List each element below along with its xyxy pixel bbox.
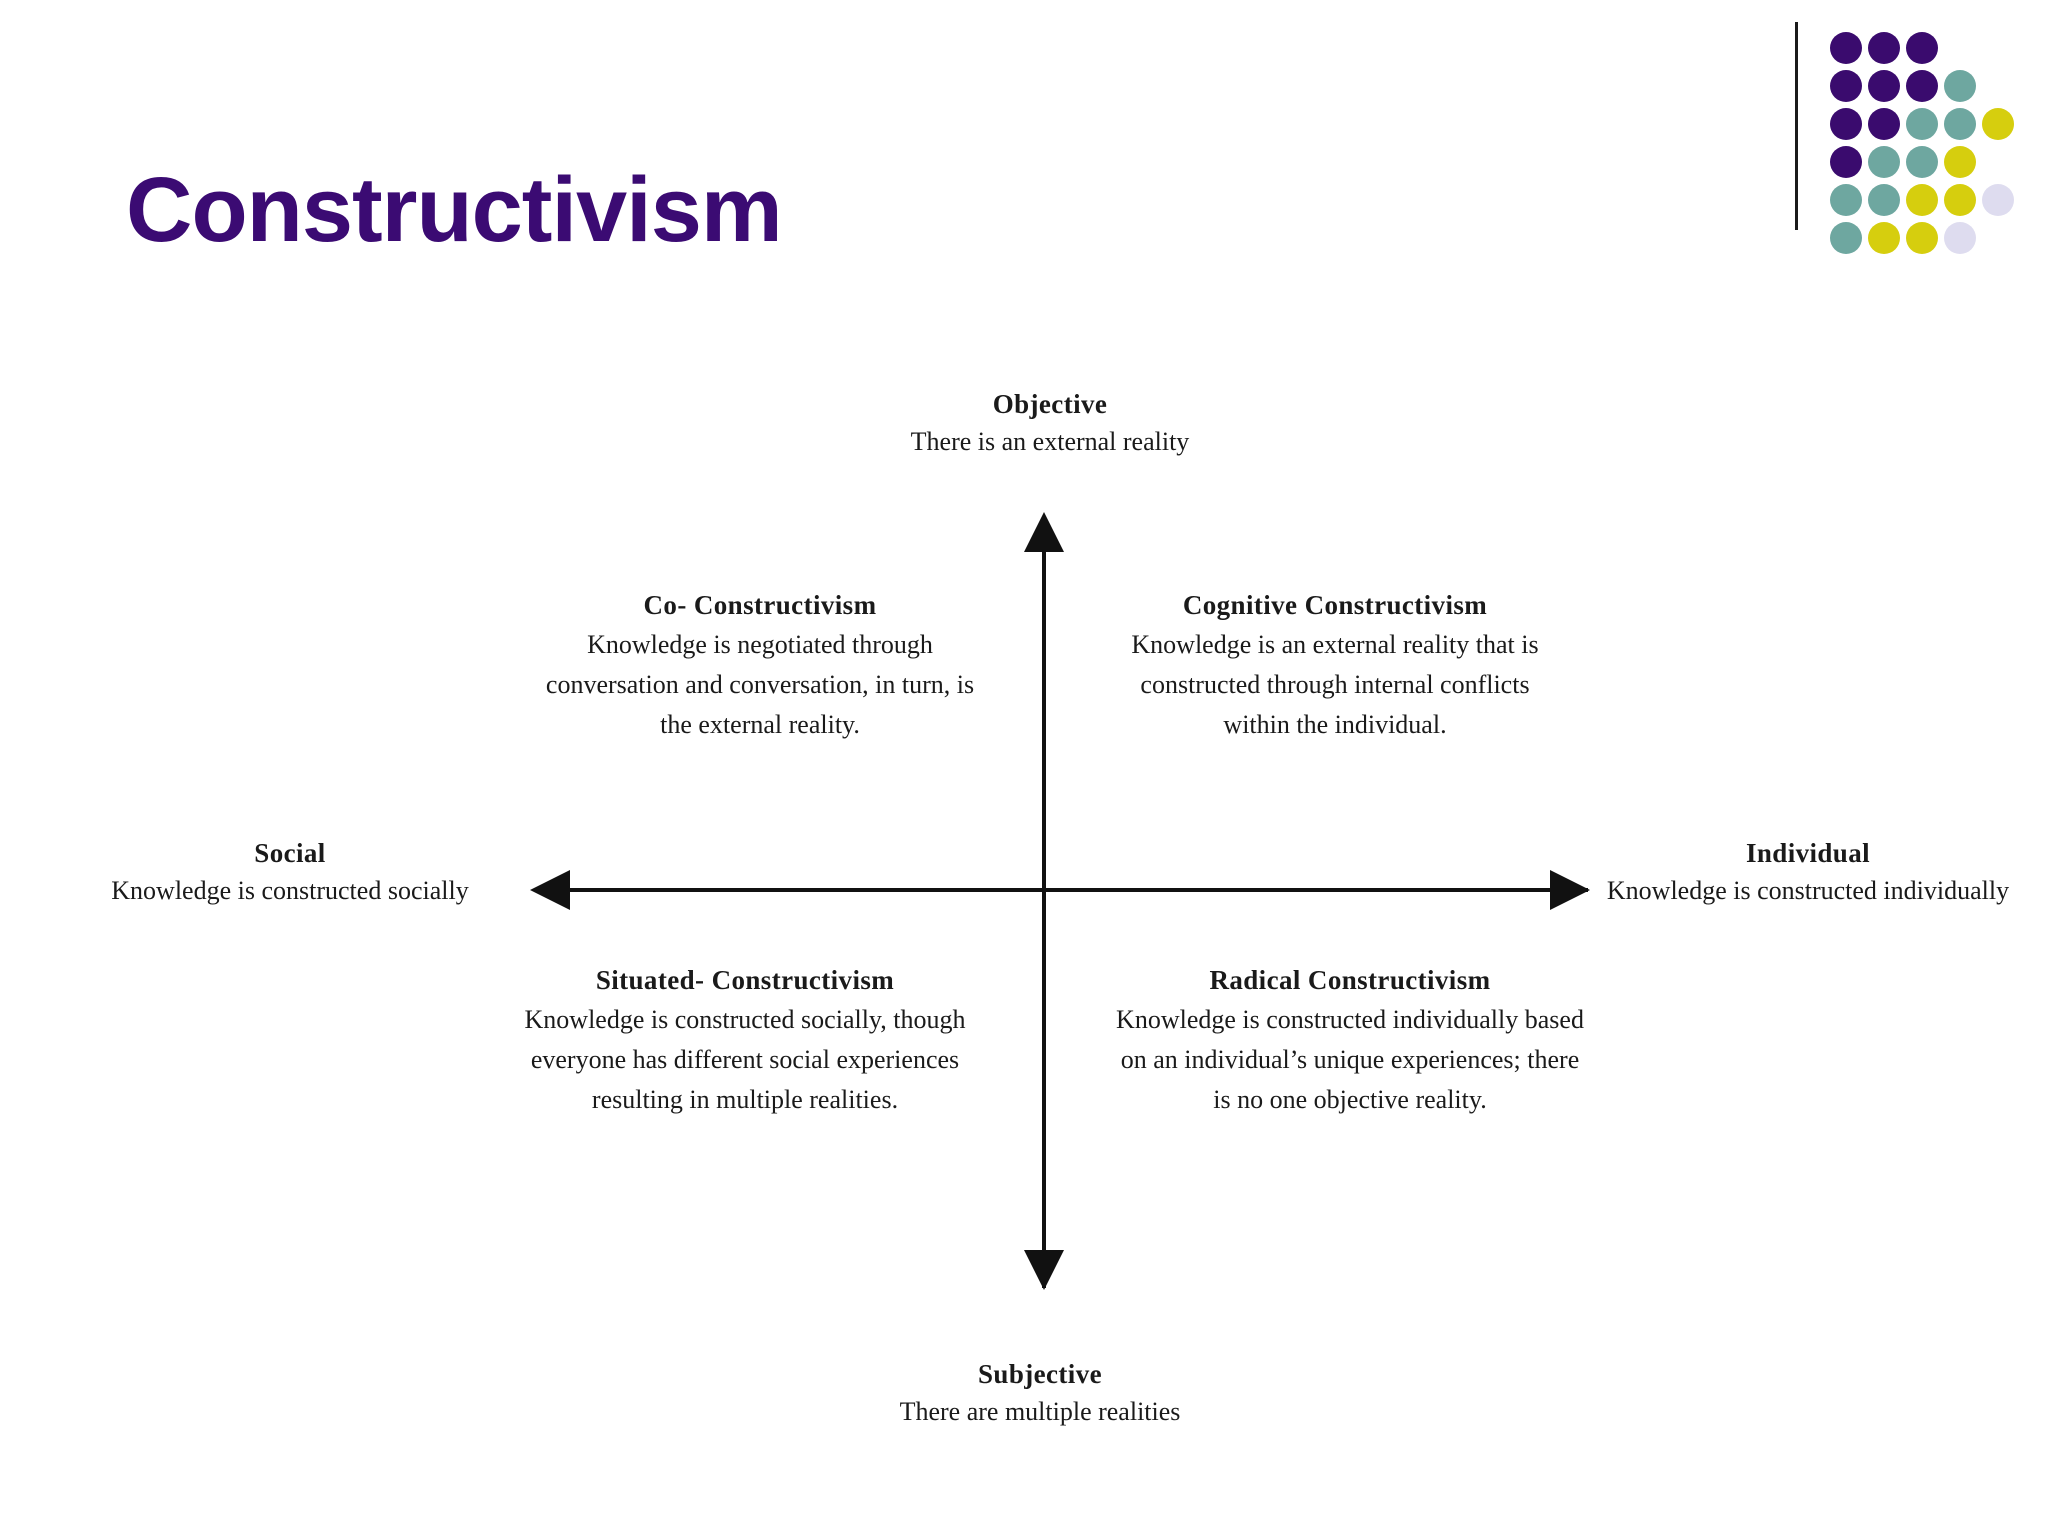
- logo-dot-teal: [1830, 222, 1862, 254]
- axis-label-individual-desc: Knowledge is constructed individually: [1606, 876, 2010, 905]
- quadrant-radical-constructivism-desc: Knowledge is constructed individually ba…: [1116, 1005, 1584, 1114]
- logo-dot-teal: [1868, 146, 1900, 178]
- axis-label-social-desc: Knowledge is constructed socially: [111, 876, 469, 905]
- logo-dot-purple: [1830, 32, 1862, 64]
- dot-grid-logo: [1795, 14, 2048, 254]
- axis-label-objective-title: Objective: [992, 389, 1108, 419]
- logo-dot-lavender: [1982, 184, 2014, 216]
- quadrant-radical-constructivism-title: Radical Constructivism: [1209, 965, 1491, 995]
- logo-dot-yellow: [1906, 222, 1938, 254]
- page-title: Constructivism: [126, 159, 783, 261]
- axis-label-objective-desc: There is an external reality: [910, 427, 1190, 456]
- logo-dot-yellow: [1944, 146, 1976, 178]
- quadrant-co-constructivism: Co- Constructivism Knowledge is negotiat…: [545, 585, 975, 745]
- axis-label-objective: Objective There is an external reality: [840, 385, 1260, 461]
- logo-dot-teal: [1944, 108, 1976, 140]
- quadrant-situated-constructivism: Situated- Constructivism Knowledge is co…: [510, 960, 980, 1120]
- logo-dot-teal: [1944, 70, 1976, 102]
- logo-dot-yellow: [1982, 108, 2014, 140]
- logo-dot-purple: [1906, 70, 1938, 102]
- axis-label-subjective: Subjective There are multiple realities: [800, 1355, 1280, 1431]
- logo-dot-purple: [1830, 70, 1862, 102]
- axis-label-subjective-title: Subjective: [978, 1359, 1102, 1389]
- axis-label-social-title: Social: [254, 838, 326, 868]
- logo-dot-purple: [1906, 32, 1938, 64]
- axis-label-social: Social Knowledge is constructed socially: [80, 834, 500, 910]
- logo-dot-purple: [1868, 32, 1900, 64]
- logo-dot-yellow: [1868, 222, 1900, 254]
- quadrant-co-constructivism-desc: Knowledge is negotiated through conversa…: [545, 630, 975, 739]
- logo-dot-yellow: [1906, 184, 1938, 216]
- logo-dot-teal: [1868, 184, 1900, 216]
- logo-dot-yellow: [1944, 184, 1976, 216]
- quadrant-cognitive-constructivism-title: Cognitive Constructivism: [1182, 590, 1488, 620]
- logo-dot-purple: [1830, 108, 1862, 140]
- logo-dot-teal: [1830, 184, 1862, 216]
- quadrant-situated-constructivism-desc: Knowledge is constructed socially, thoug…: [524, 1005, 966, 1114]
- logo-dot-lavender: [1944, 222, 1976, 254]
- logo-dot-teal: [1906, 146, 1938, 178]
- axis-label-individual-title: Individual: [1745, 838, 1871, 868]
- axis-label-individual: Individual Knowledge is constructed indi…: [1598, 834, 2018, 910]
- quadrant-co-constructivism-title: Co- Constructivism: [643, 590, 877, 620]
- quadrant-radical-constructivism: Radical Constructivism Knowledge is cons…: [1110, 960, 1590, 1120]
- logo-dot-purple: [1830, 146, 1862, 178]
- logo-dot-teal: [1906, 108, 1938, 140]
- quadrant-cognitive-constructivism: Cognitive Constructivism Knowledge is an…: [1125, 585, 1545, 745]
- axis-label-subjective-desc: There are multiple realities: [899, 1397, 1181, 1426]
- logo-divider-rule: [1795, 22, 1798, 230]
- logo-dot-purple: [1868, 108, 1900, 140]
- quadrant-situated-constructivism-title: Situated- Constructivism: [595, 965, 895, 995]
- logo-dot-purple: [1868, 70, 1900, 102]
- quadrant-cognitive-constructivism-desc: Knowledge is an external reality that is…: [1131, 630, 1539, 739]
